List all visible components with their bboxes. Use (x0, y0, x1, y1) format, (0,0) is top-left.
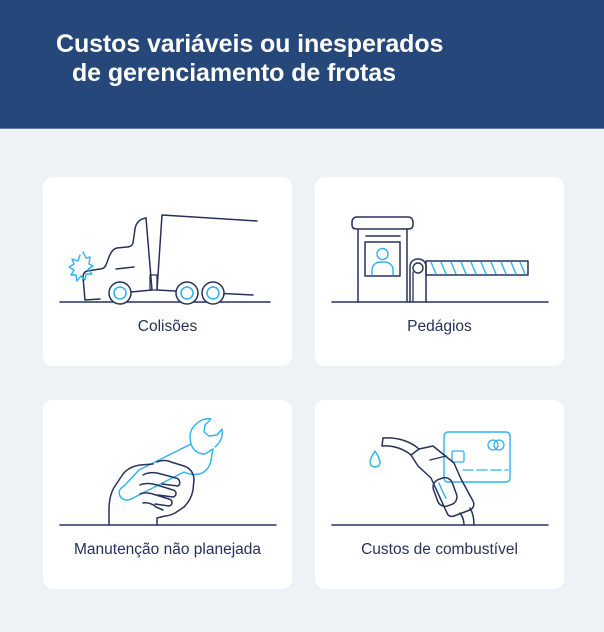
page-title: Custos variáveis ou inesperados de geren… (56, 30, 443, 88)
card-label-unplanned-maintenance: Manutenção não planejada (73, 541, 261, 558)
card-tolls: Pedágios (315, 177, 564, 366)
card-fuel-costs: Custos de combustível (315, 400, 564, 589)
card-label-fuel-costs: Custos de combustível (361, 541, 518, 558)
card-unplanned-maintenance: Manutenção não planejada (43, 400, 292, 589)
truck-collision-icon (59, 214, 271, 305)
header-banner: Custos variáveis ou inesperados de geren… (0, 0, 604, 129)
title-line-1: Custos variáveis ou inesperados (56, 30, 444, 58)
fuel-pump-card-icon (331, 431, 549, 526)
card-label-collisions: Colisões (137, 318, 198, 335)
card-collisions: Colisões (43, 177, 292, 366)
toll-booth-icon (331, 216, 549, 303)
title-line-2: de gerenciamento de frotas (72, 59, 396, 87)
card-label-tolls: Pedágios (407, 318, 472, 335)
hand-wrench-icon (59, 418, 277, 526)
